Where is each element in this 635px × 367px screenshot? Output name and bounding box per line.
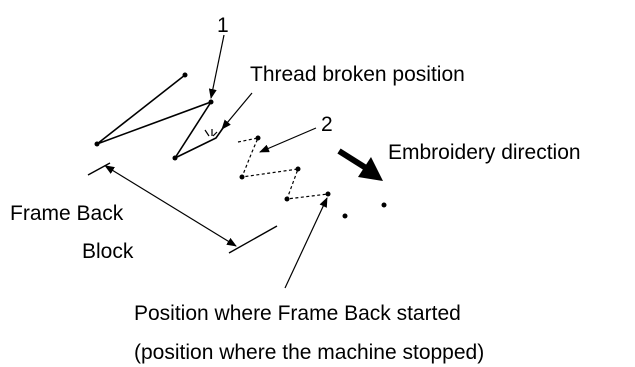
stitch-point bbox=[284, 196, 290, 202]
thread-broken-arrow bbox=[221, 92, 253, 130]
frame-back-stitch-path bbox=[237, 137, 329, 200]
stitch-point bbox=[172, 155, 178, 161]
embroidery-direction-arrowhead bbox=[358, 157, 383, 181]
embroidery-direction-label: Embroidery direction bbox=[388, 141, 581, 164]
thread-break-mark bbox=[204, 129, 218, 137]
stitch-point bbox=[182, 72, 188, 78]
stitch-point bbox=[342, 213, 348, 219]
stitch-point bbox=[381, 202, 387, 208]
embroidery-direction-arrow bbox=[337, 148, 368, 171]
marker-1-label: 1 bbox=[217, 14, 229, 37]
marker-2-arrow bbox=[259, 127, 317, 153]
stitch-point bbox=[295, 166, 301, 172]
frame-back-start-arrow bbox=[284, 197, 328, 289]
frame-back-label-line1: Frame Back bbox=[10, 202, 124, 225]
frame-back-block-start-tick bbox=[87, 162, 111, 176]
stitch-point bbox=[94, 141, 100, 147]
started-label-line1: Position where Frame Back started bbox=[134, 302, 461, 325]
frame-back-label-line2: Block bbox=[82, 240, 134, 263]
thread-broken-label: Thread broken position bbox=[250, 63, 465, 86]
marker-1-arrow bbox=[208, 34, 225, 99]
stitch-point bbox=[208, 99, 214, 105]
frame-back-block-end-tick bbox=[228, 225, 278, 254]
stitch-point bbox=[325, 191, 331, 197]
sewn-stitch-path bbox=[96, 74, 224, 160]
started-label-line2: (position where the machine stopped) bbox=[134, 341, 484, 364]
marker-2-label: 2 bbox=[321, 113, 333, 136]
frame-back-block-range-arrow bbox=[104, 165, 237, 247]
needle-points bbox=[94, 72, 387, 219]
stitch-point bbox=[239, 174, 245, 180]
stitch-point bbox=[255, 135, 261, 141]
